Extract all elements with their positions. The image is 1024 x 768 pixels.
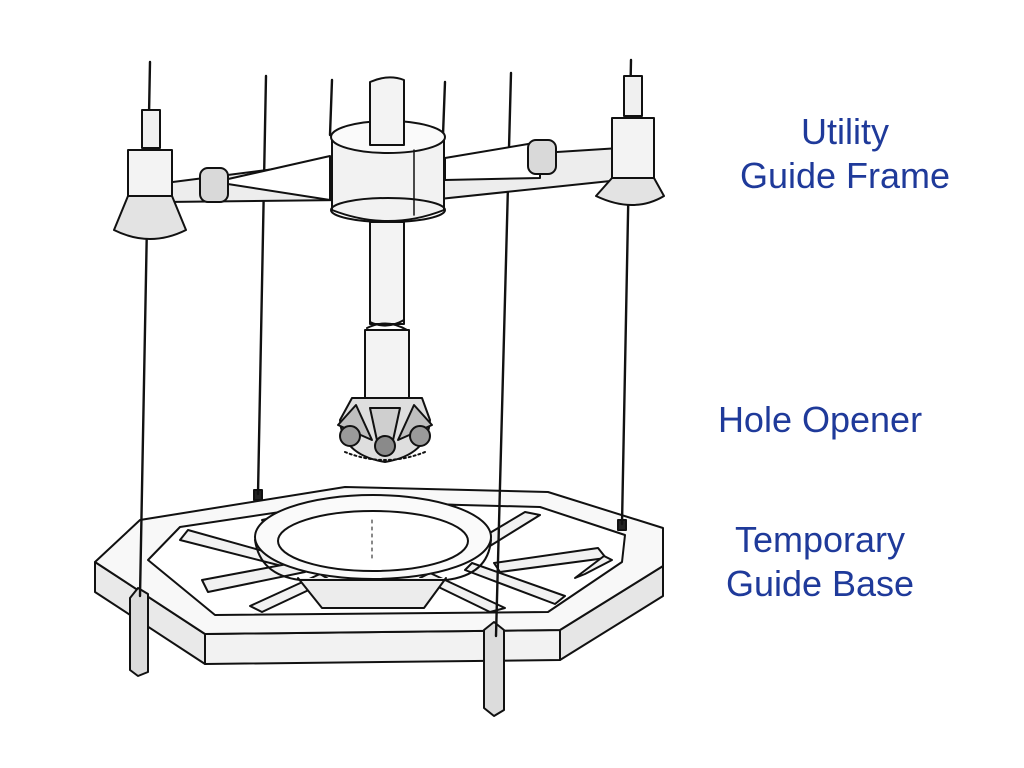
temporary-guide-base-label-line2: Guide Base (725, 563, 915, 604)
hole-opener-drawing (337, 397, 433, 463)
temporary-guide-base-label-line1: Temporary (734, 519, 906, 560)
drill-string-drawing (364, 76, 410, 399)
utility-guide-frame-label-line2: Guide Frame (739, 155, 951, 196)
hole-opener-label-text: Hole Opener (717, 399, 923, 440)
temporary-guide-base-drawing (94, 486, 664, 717)
utility-guide-frame-drawing (113, 75, 665, 240)
temporary-guide-base-label: Temporary Guide Base (680, 518, 960, 606)
utility-guide-frame-label-line1: Utility (801, 111, 889, 152)
hole-opener-label: Hole Opener (680, 398, 960, 442)
utility-guide-frame-label: Utility Guide Frame (705, 110, 985, 198)
guide-posts (129, 587, 505, 717)
